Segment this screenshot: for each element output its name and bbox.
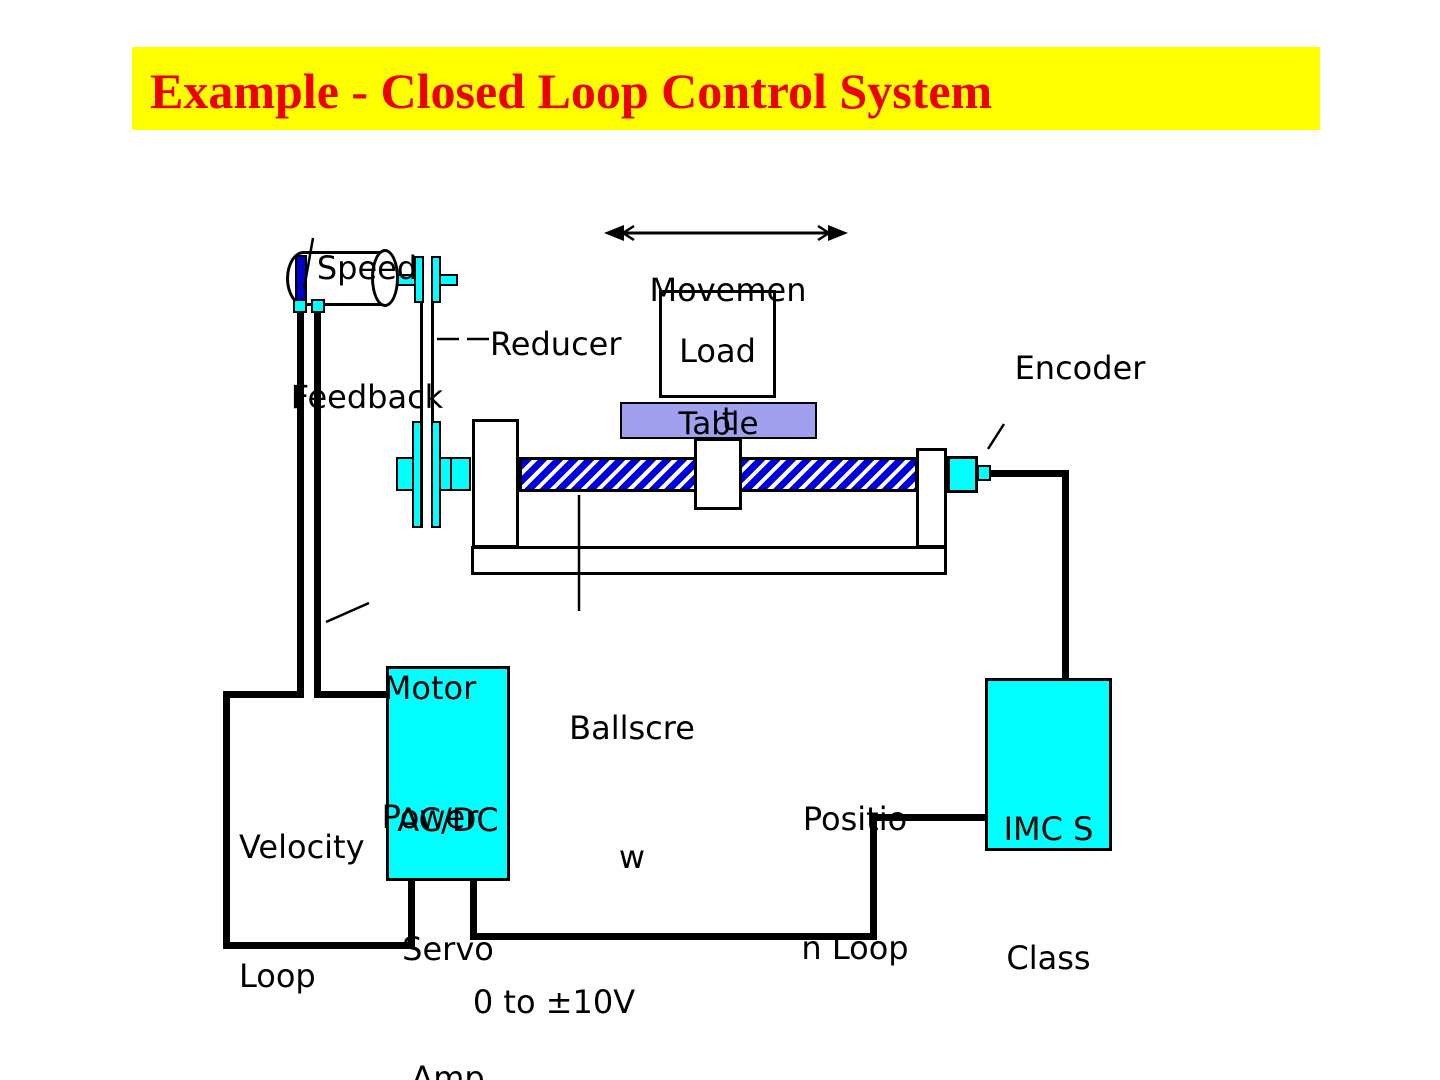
motor-power-line2: Power [381,798,479,836]
title-bar: Example - Closed Loop Control System [132,47,1320,130]
ballscrew-line1: Ballscre [569,709,695,747]
movement-label: Movemen t [650,183,807,527]
position-loop-label: Positio n Loop [801,712,908,1056]
right-bearing-block [916,448,947,548]
voltage-label: 0 to ±10V DC [473,895,635,1080]
position-loop-vertical-wire [870,814,877,940]
velocity-loop-line2: Loop [239,957,316,995]
velocity-loop-line1: Velocity [239,828,365,866]
command-wire-horizontal [470,933,877,940]
velocity-loop-left-wire [223,691,230,949]
servo-amp-label: AC/DC Servo Amp [386,713,510,1080]
position-loop-line2: n Loop [801,929,909,967]
motor-wire-right-vertical [314,311,321,698]
table-label: Table [678,406,759,442]
velocity-loop-top-wire [223,691,304,698]
load-block [659,290,776,398]
motor-power-label: Motor Power [382,581,479,925]
motor-wire-left-vertical [297,311,304,698]
ballscrew-line2: w [618,838,646,876]
servo-amp-box [386,666,510,881]
encoder-label: Encoder [1014,349,1146,387]
movement-arrow [604,224,848,242]
encoder-body [947,456,978,493]
imc-line1: IMC S [1003,810,1094,848]
movement-arrow-chevron-right [817,224,832,242]
reducer-belt [420,258,434,528]
servo-amp-line2: Servo [402,930,494,968]
ballscrew-label: Ballscre w [569,621,695,965]
position-loop-horizontal-wire [870,814,986,821]
speed-feedback-line2: Feedback [290,378,444,416]
ballscrew-nut [694,438,742,510]
encoder-callout-line [986,423,1006,450]
movement-arrow-chevron-left [620,224,635,242]
movement-line2: t [721,400,735,438]
reducer-label: Reducer [490,325,622,363]
load-label: Load [679,332,756,370]
servo-amp-line1: AC/DC [397,801,499,839]
amp-bottom-left-wire [408,880,415,949]
imc-line2: Class [1006,939,1091,977]
speed-feedback-callout-line [302,237,315,290]
table-block [620,402,817,439]
upper-pulley-plate-left [414,256,424,303]
position-loop-line1: Positio [802,800,908,838]
velocity-loop-label: Velocity Loop [239,740,365,1080]
motor-power-wire-horizontal [314,691,387,698]
amp-bottom-right-wire [470,880,477,940]
servo-amp-line3: Amp [411,1059,485,1080]
left-bearing-block [472,419,519,548]
upper-pulley-plate-right [431,256,441,303]
movement-arrowhead-left [604,225,624,241]
machine-base-plate [471,546,947,575]
screw-input-coupling [450,457,471,491]
voltage-line1: 0 to ±10V [472,983,636,1021]
motor-power-callout-line [325,601,370,624]
speed-feedback-line1: Speed [316,249,418,287]
imc-label: IMC S Class [985,722,1112,1066]
motor-end-cap [371,249,399,307]
speed-feedback-label: Speed Feedback [291,161,443,505]
encoder-wire-horizontal [990,470,1065,477]
movement-line1: Movemen [649,271,807,309]
movement-arrowhead-right [828,225,848,241]
encoder-wire-vertical [1062,470,1069,680]
motor-power-line1: Motor [383,669,477,707]
slide-title: Example - Closed Loop Control System [150,62,993,119]
lower-pulley-plate-right [431,421,441,528]
velocity-loop-bottom-wire [223,942,415,949]
lower-pulley-plate-left [412,421,422,528]
imc-controller-box [985,678,1112,851]
